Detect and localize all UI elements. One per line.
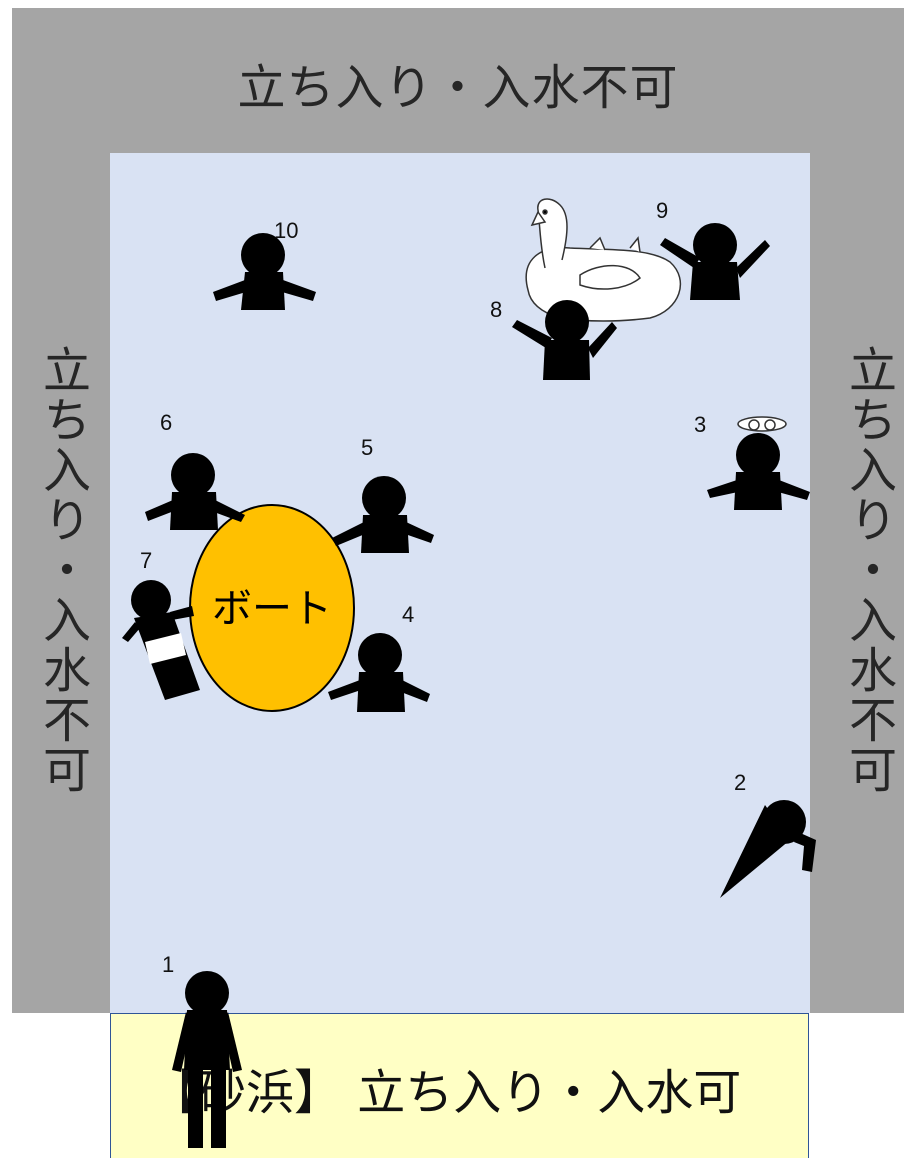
- person-7-number: 7: [140, 548, 152, 573]
- person-8-number: 8: [490, 297, 502, 322]
- restricted-label-right: 立ち入り・入水不可: [840, 345, 896, 795]
- person-5-icon: [332, 476, 434, 553]
- person-4-number: 4: [402, 602, 414, 627]
- person-3-number: 3: [694, 412, 706, 437]
- person-9-icon: [660, 223, 770, 300]
- person-3-icon: [707, 416, 810, 510]
- person-1-number: 1: [162, 952, 174, 977]
- restricted-zone-left: [12, 153, 110, 1013]
- restricted-label-left: 立ち入り・入水不可: [34, 345, 90, 795]
- person-10-icon: [213, 233, 316, 310]
- person-9-number: 9: [656, 198, 668, 223]
- restricted-label-top: 立ち入り・入水不可: [237, 60, 679, 116]
- person-10-number: 10: [274, 218, 298, 243]
- boat: ボート: [189, 504, 355, 712]
- person-6-icon: [145, 453, 245, 530]
- restricted-zone-right: [810, 153, 904, 1013]
- restricted-zone-top: [12, 8, 904, 153]
- person-1-icon: [172, 971, 242, 1148]
- boat-label: ボート: [212, 586, 332, 632]
- person-5-number: 5: [361, 435, 373, 460]
- person-6-number: 6: [160, 410, 172, 435]
- person-7-icon: [122, 580, 200, 700]
- person-2-icon: [720, 800, 816, 898]
- person-2-number: 2: [734, 770, 746, 795]
- person-8-icon: [512, 300, 617, 380]
- person-4-icon: [328, 633, 430, 712]
- beach-label: 【砂浜】 立ち入り・入水可: [150, 1065, 742, 1121]
